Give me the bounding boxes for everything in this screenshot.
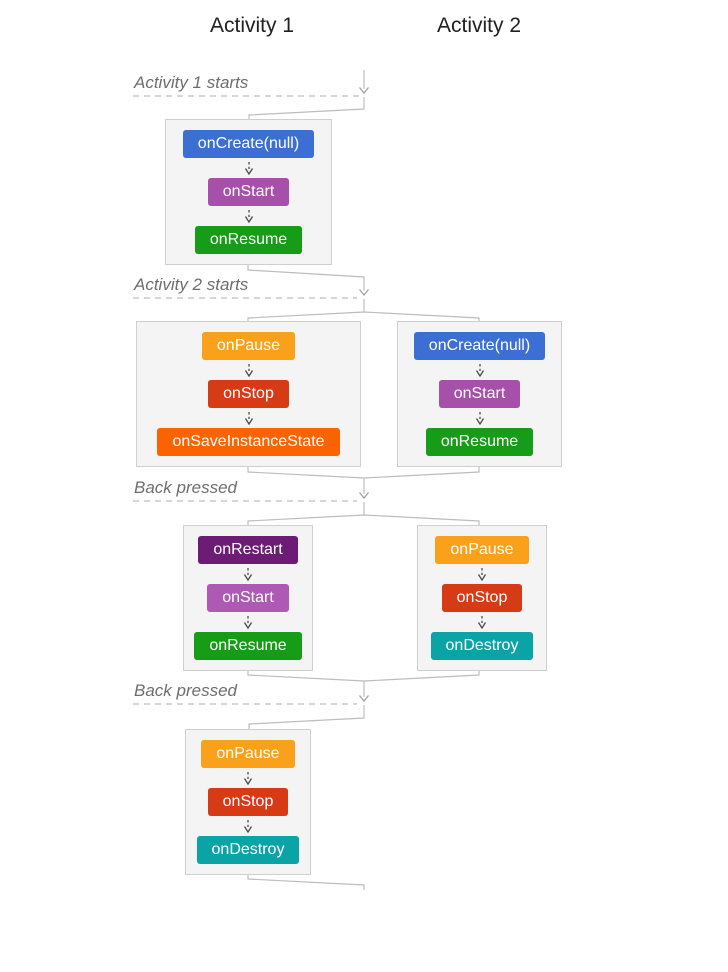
- lifecycle-method-onrestart: onRestart: [198, 536, 298, 564]
- lifecycle-method-onstart: onStart: [207, 178, 290, 206]
- column-header-activity1: Activity 1: [209, 14, 295, 37]
- down-arrow-icon: [477, 567, 487, 581]
- stage-box-activity1-destroy: onPause onStop onDestroy: [185, 729, 311, 875]
- stage-box-activity1-launch: onCreate(null) onStart onResume: [165, 119, 332, 265]
- lifecycle-method-onstart: onStart: [207, 584, 289, 612]
- down-arrow-icon: [243, 819, 253, 833]
- connector-path: [247, 875, 365, 890]
- lifecycle-method-onresume: onResume: [194, 632, 302, 660]
- connector-path: [248, 705, 365, 729]
- lifecycle-method-onstop: onStop: [208, 380, 289, 408]
- down-arrow-icon: [243, 771, 253, 785]
- event-label-back-pressed-1: Back pressed: [134, 478, 237, 497]
- lifecycle-method-onresume: onResume: [194, 226, 303, 254]
- connector-path: [247, 502, 480, 525]
- lifecycle-method-oncreate: onCreate(null): [182, 130, 315, 158]
- lifecycle-method-onresume: onResume: [425, 428, 534, 456]
- lifecycle-method-onsaveinstancestate: onSaveInstanceState: [157, 428, 340, 456]
- column-header-activity2: Activity 2: [436, 14, 522, 37]
- down-arrow-icon: [475, 363, 484, 377]
- lifecycle-method-onpause: onPause: [435, 536, 529, 564]
- lifecycle-method-onpause: onPause: [201, 332, 296, 360]
- down-arrow-icon: [475, 411, 484, 425]
- connector-path: [247, 265, 365, 291]
- stage-box-activity1-background: onPause onStop onSaveInstanceState: [136, 321, 361, 467]
- connector-path: [247, 299, 480, 321]
- connector-path: [247, 467, 480, 494]
- arrowhead-icon: [358, 695, 370, 703]
- down-arrow-icon: [477, 615, 487, 629]
- down-arrow-icon: [244, 363, 253, 377]
- lifecycle-method-onpause: onPause: [201, 740, 295, 768]
- arrowhead-icon: [358, 492, 370, 500]
- lifecycle-method-ondestroy: onDestroy: [430, 632, 534, 660]
- down-arrow-icon: [244, 209, 253, 223]
- down-arrow-icon: [244, 161, 253, 175]
- lifecycle-method-oncreate: onCreate(null): [413, 332, 546, 360]
- down-arrow-icon: [243, 567, 253, 581]
- stage-box-activity2-destroy: onPause onStop onDestroy: [417, 525, 547, 671]
- arrowhead-icon: [358, 289, 370, 297]
- event-label-activity1-starts: Activity 1 starts: [134, 73, 249, 92]
- arrowhead-icon: [358, 87, 370, 95]
- stage-box-activity2-launch: onCreate(null) onStart onResume: [397, 321, 562, 467]
- stage-box-activity1-restart: onRestart onStart onResume: [183, 525, 313, 671]
- event-label-activity2-starts: Activity 2 starts: [134, 275, 249, 294]
- lifecycle-method-onstart: onStart: [438, 380, 521, 408]
- down-arrow-icon: [243, 615, 253, 629]
- event-label-back-pressed-2: Back pressed: [134, 681, 237, 700]
- connector-path: [248, 97, 365, 119]
- connector-path: [247, 671, 480, 697]
- down-arrow-icon: [244, 411, 253, 425]
- lifecycle-method-onstop: onStop: [441, 584, 523, 612]
- lifecycle-method-onstop: onStop: [207, 788, 289, 816]
- lifecycle-method-ondestroy: onDestroy: [196, 836, 300, 864]
